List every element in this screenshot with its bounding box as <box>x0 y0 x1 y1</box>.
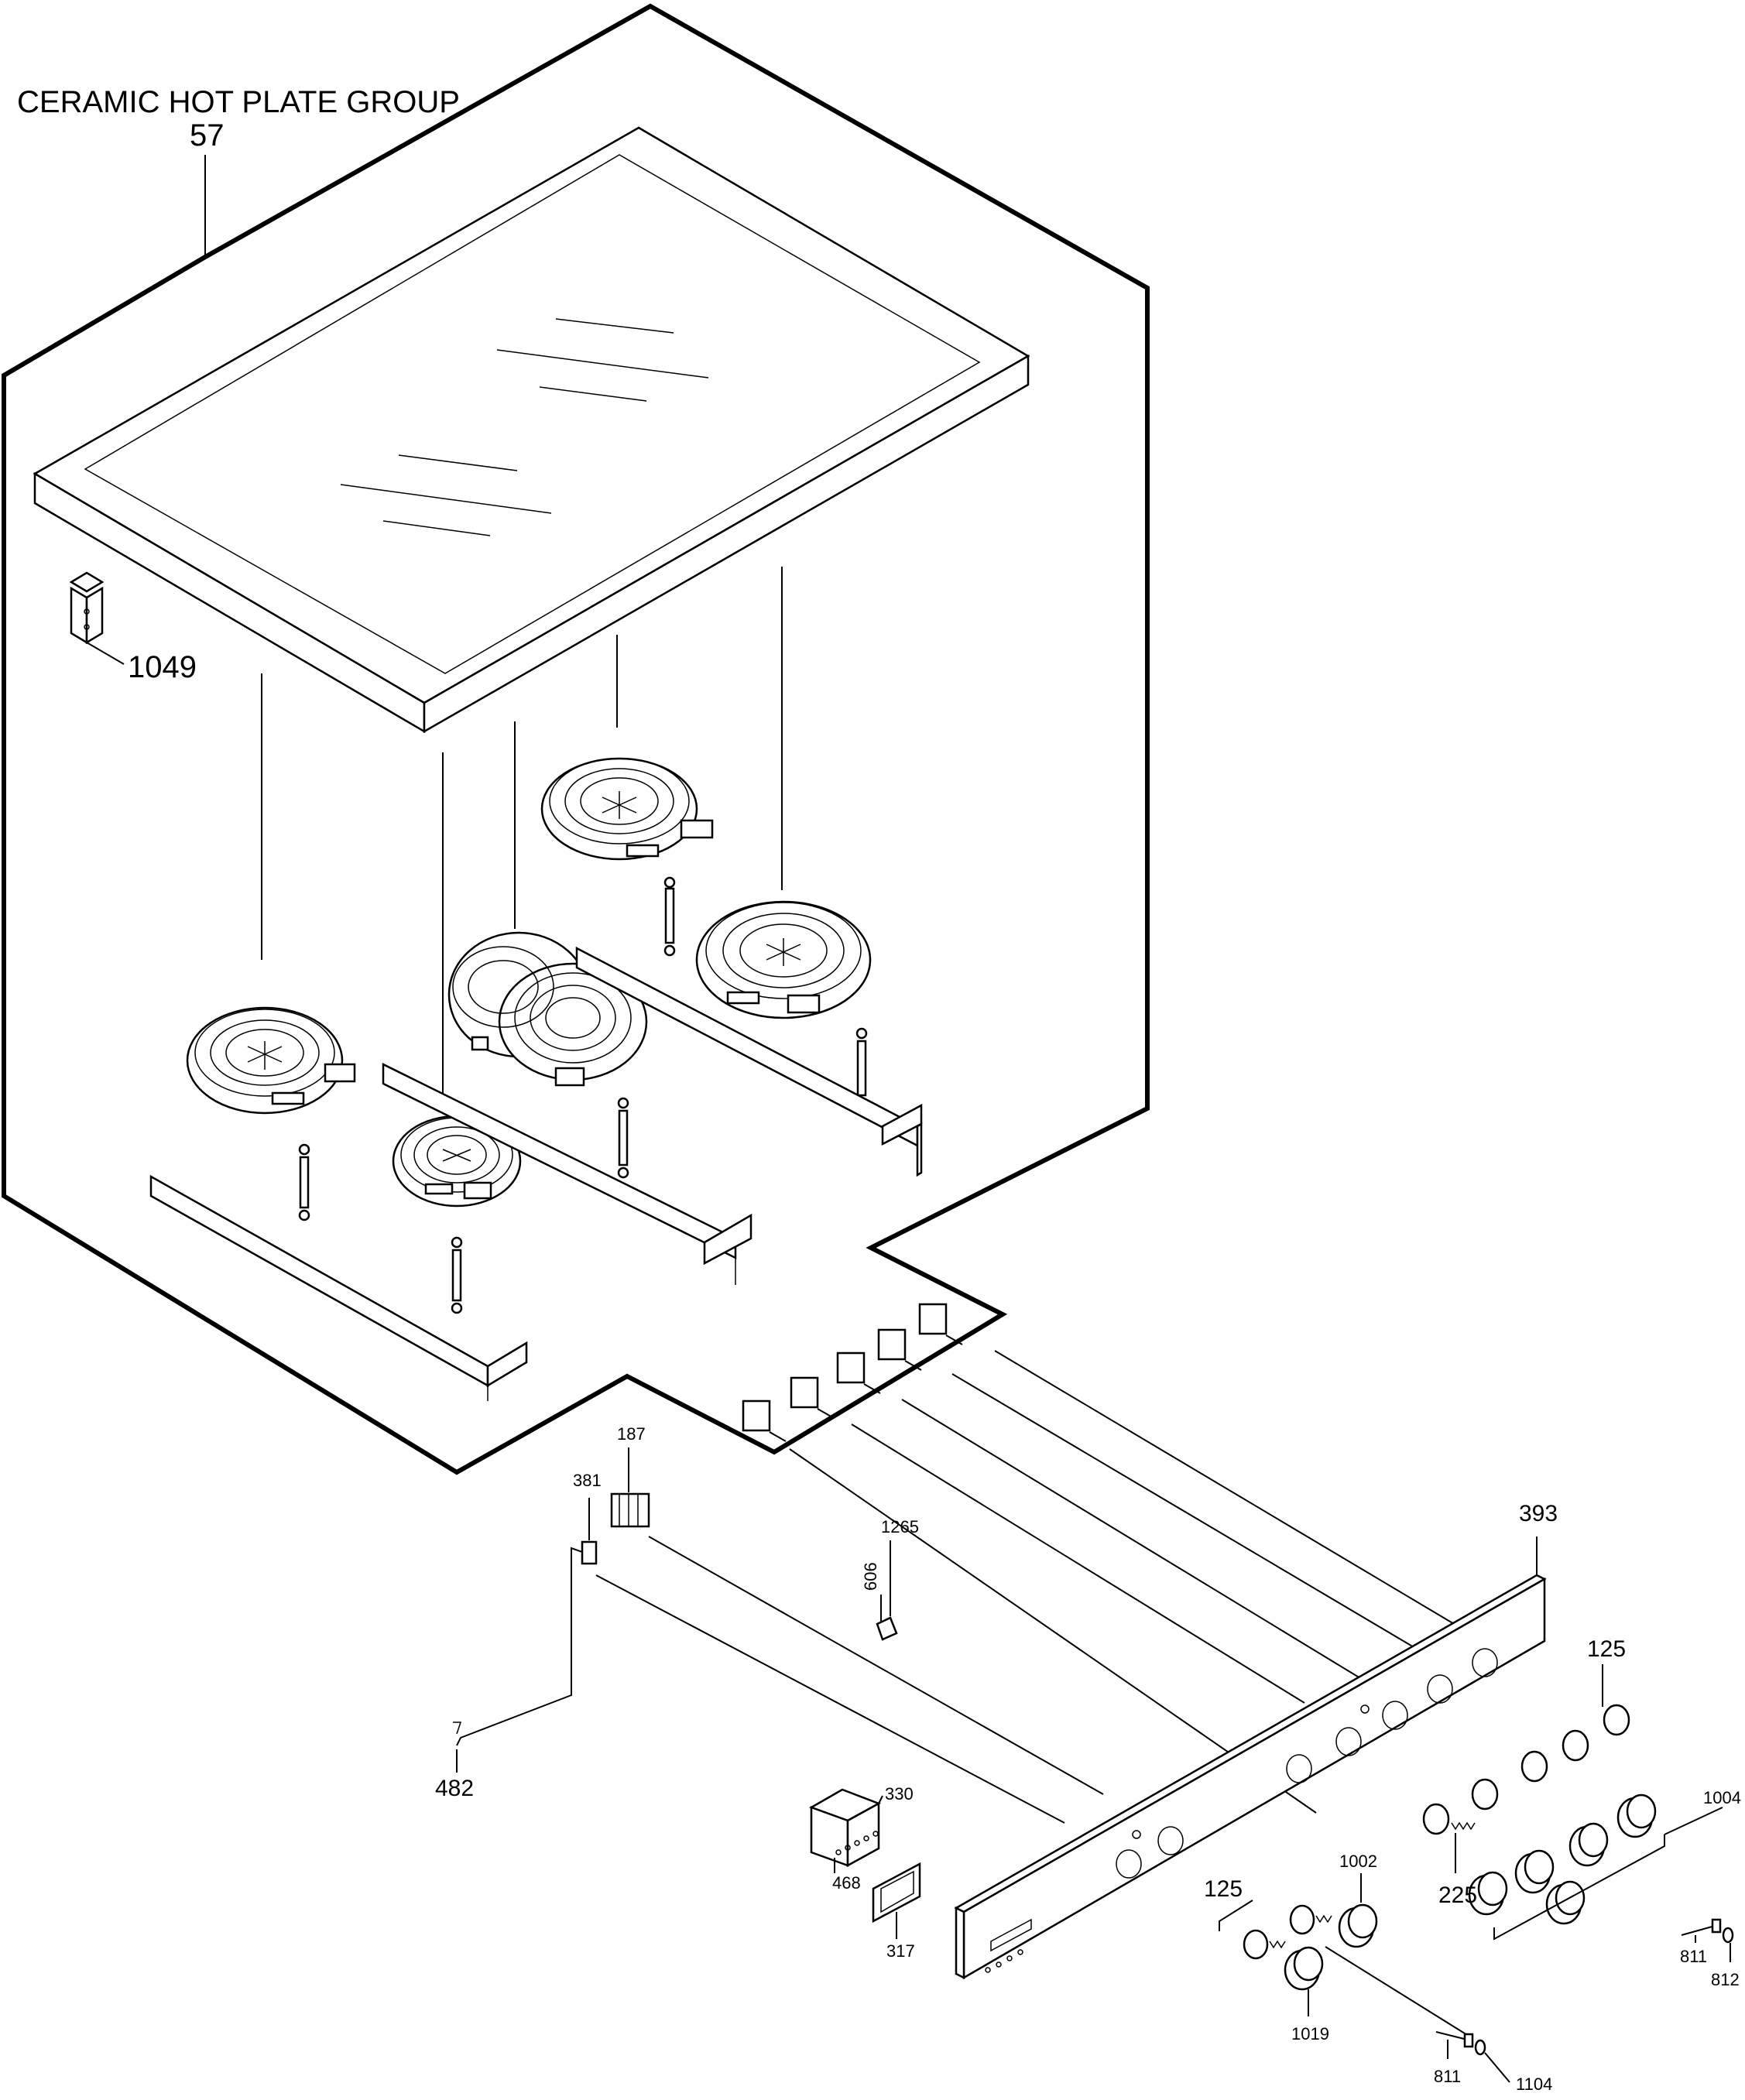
support-rail-upper <box>575 946 923 1177</box>
label-125-lower: 125 <box>1204 1876 1243 1902</box>
label-1265: 1265 <box>881 1517 919 1536</box>
support-rail-middle <box>382 1062 753 1285</box>
screw-811-right <box>1681 1918 1722 1943</box>
regulator-switch-2 <box>790 1376 835 1419</box>
label-330: 330 <box>885 1784 914 1804</box>
label-1019: 1019 <box>1291 2024 1329 2043</box>
shaft-line-bottom <box>1325 1946 1472 2038</box>
control-panel-393 <box>954 1536 1547 1980</box>
label-317: 317 <box>886 1941 915 1961</box>
bezel-125-a5 <box>1603 1704 1630 1736</box>
knob-1004-c <box>1616 1793 1657 1838</box>
label-225: 225 <box>1438 1882 1477 1908</box>
knob-1004-b <box>1568 1822 1609 1867</box>
mounting-stud-4 <box>298 1143 310 1221</box>
label-1002: 1002 <box>1339 1852 1377 1871</box>
projection-line-terminal <box>648 1536 1104 1795</box>
regulator-switch-3 <box>836 1351 881 1394</box>
leader-1004 <box>1664 1807 1723 1835</box>
projection-line-3 <box>901 1399 1383 1692</box>
group-number: 57 <box>190 118 225 152</box>
knob-1002 <box>1338 1903 1378 1948</box>
heating-element-front-left <box>186 1006 356 1115</box>
bezel-125-b1 <box>1289 1904 1315 1935</box>
projection-line-switch <box>595 1574 1065 1824</box>
terminal-block-187 <box>610 1447 650 1528</box>
label-811-right: 811 <box>1680 1947 1707 1966</box>
knob-1004-e <box>1545 1880 1586 1925</box>
door-switch-381 <box>453 1498 598 1746</box>
label-468: 468 <box>832 1873 861 1893</box>
label-482: 482 <box>435 1776 474 1801</box>
mounting-stud-5 <box>451 1236 463 1314</box>
regulator-switch-5 <box>918 1303 963 1345</box>
heating-element-dual-oval <box>447 931 648 1087</box>
hot-plate-group-outline <box>2 3 1150 1475</box>
projection-line-4 <box>951 1373 1424 1653</box>
bezel-125-b2 <box>1243 1929 1269 1960</box>
projection-line-2 <box>851 1423 1305 1704</box>
timer-module-330 <box>809 1788 883 1873</box>
label-187: 187 <box>617 1424 646 1444</box>
label-1049: 1049 <box>128 650 197 684</box>
label-811-bottom: 811 <box>1434 2067 1461 2086</box>
knob-1004-a <box>1468 1871 1508 1916</box>
leader-125b <box>1219 1900 1253 1931</box>
regulator-switch-4 <box>877 1328 922 1371</box>
bezel-125-a2 <box>1471 1778 1499 1811</box>
label-1004: 1004 <box>1703 1788 1741 1807</box>
label-812: 812 <box>1711 1970 1740 1989</box>
knob-1004-d <box>1514 1849 1555 1894</box>
support-rail-lower <box>149 1174 528 1401</box>
screw-811-bottom <box>1435 2031 1474 2059</box>
bezel-125-a1 <box>1422 1803 1450 1835</box>
heating-element-rear-left <box>540 757 714 861</box>
label-125-upper: 125 <box>1587 1636 1626 1662</box>
bracket-1004 <box>1493 1835 1665 1941</box>
label-393: 393 <box>1519 1501 1558 1526</box>
group-title: CERAMIC HOT PLATE GROUP <box>17 85 460 119</box>
spring-lower <box>1269 1940 1286 1949</box>
mounting-stud-1 <box>663 876 676 957</box>
regulator-switch-1 <box>742 1399 787 1442</box>
timer-frame-317 <box>872 1862 921 1939</box>
washer-812 <box>1722 1927 1734 1962</box>
spring-225 <box>1451 1821 1476 1873</box>
mounting-stud-3 <box>617 1097 629 1179</box>
label-381: 381 <box>573 1471 602 1490</box>
label-1104: 1104 <box>1516 2074 1552 2094</box>
heating-element-front-center <box>392 1115 522 1208</box>
clip-606 <box>876 1540 898 1641</box>
label-606: 606 <box>861 1562 880 1591</box>
bezel-125-a4 <box>1562 1729 1589 1762</box>
projection-line-5 <box>994 1350 1464 1630</box>
ceramic-glass-top <box>33 126 1030 734</box>
bracket-1049 <box>69 571 125 665</box>
heating-element-rear-right <box>695 900 872 1019</box>
bezel-125-a3 <box>1520 1750 1548 1783</box>
washer-1104 <box>1474 2039 1510 2083</box>
spring-upper <box>1315 1914 1332 1924</box>
knob-1019 <box>1284 1946 1324 1991</box>
